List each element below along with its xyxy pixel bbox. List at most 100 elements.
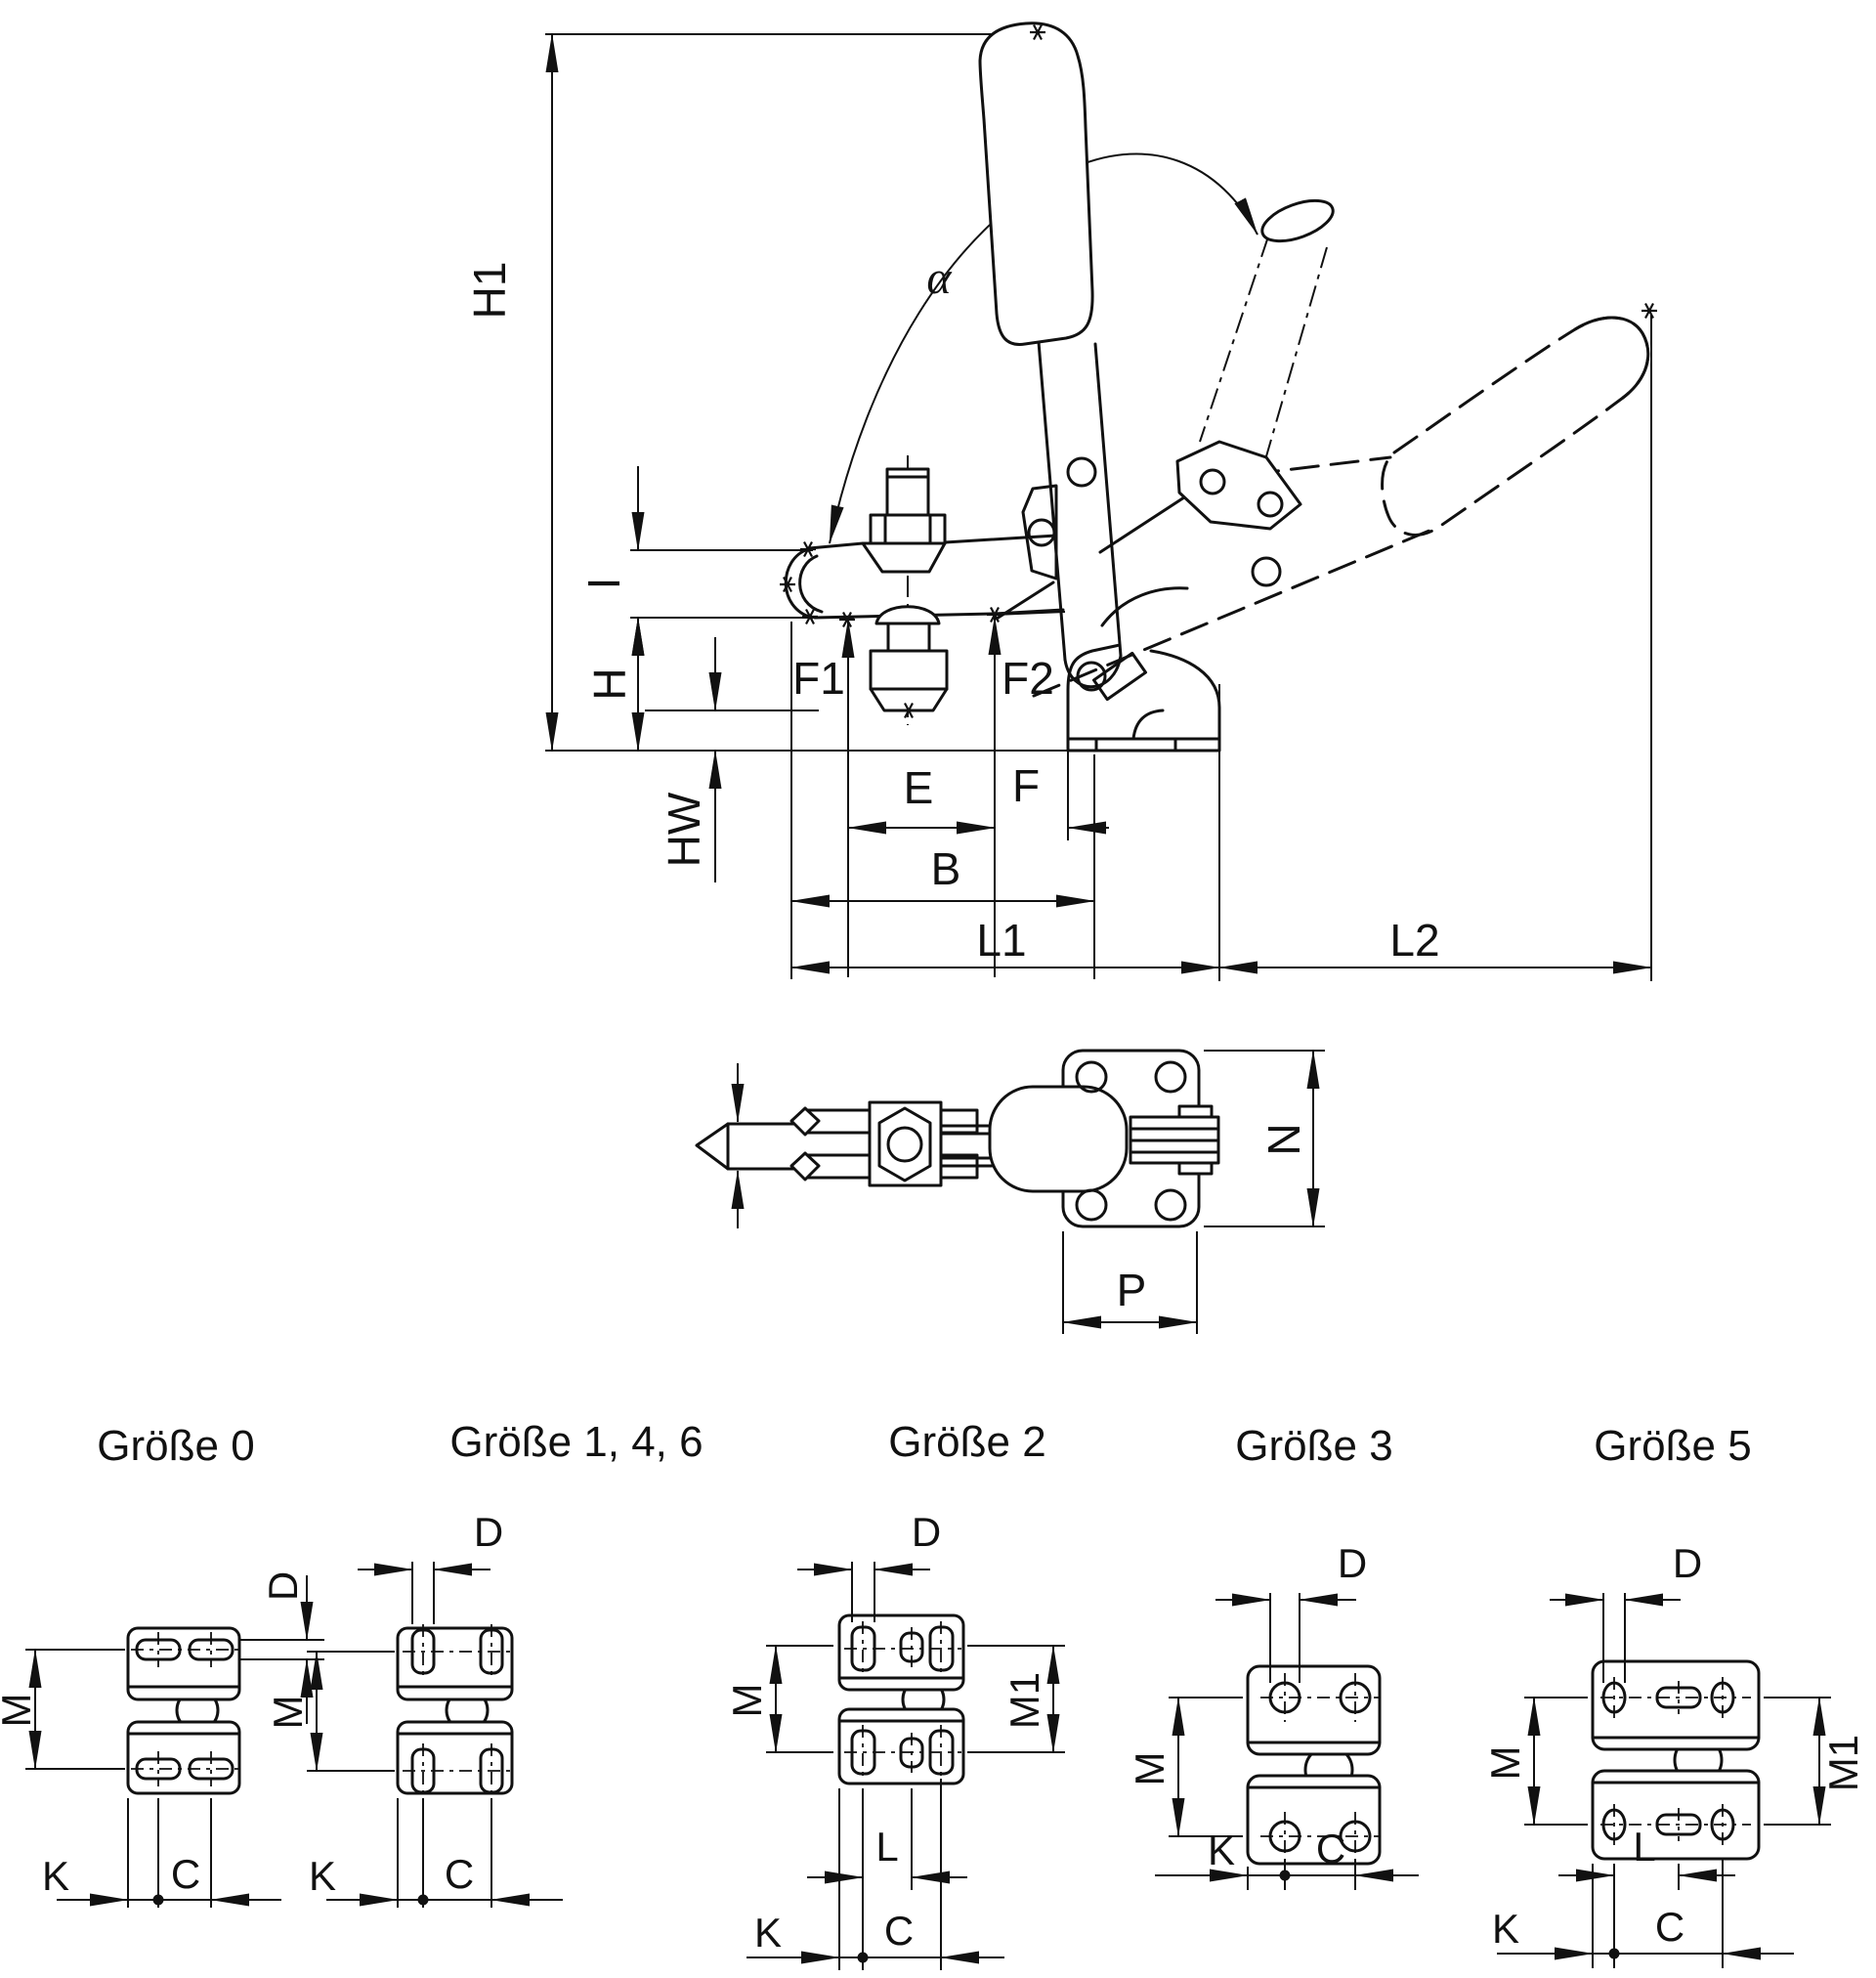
- foot-washer: [874, 605, 941, 625]
- top-view: N P: [695, 1049, 1325, 1334]
- dim-f: F: [1012, 684, 1109, 840]
- dim-label-m: M: [724, 1684, 770, 1718]
- dim-f2: F2: [988, 611, 1066, 977]
- panel-groesse-3: Größe 3 D M K: [1127, 1422, 1419, 1890]
- dim-label-l2: L2: [1389, 915, 1439, 966]
- catch-plate: [1091, 651, 1148, 702]
- dim-l: L: [807, 1788, 967, 1970]
- dim-label-h1: H1: [464, 262, 515, 320]
- handle-closed: [978, 22, 1123, 692]
- slotted-holes: [844, 1621, 961, 1780]
- dim-h1: H1: [464, 33, 559, 752]
- dim-label-d: D: [1338, 1540, 1367, 1586]
- dim-label-l: L: [875, 1824, 898, 1870]
- dim-l: L: [1558, 1824, 1735, 1968]
- dim-k-c: K C: [42, 1798, 281, 1908]
- dim-m1: M1: [1764, 1697, 1866, 1826]
- dim-k-c: K C: [1492, 1859, 1794, 1968]
- dim-label-c: C: [171, 1851, 200, 1897]
- dim-label-k: K: [1492, 1906, 1519, 1952]
- dim-m: M: [724, 1645, 833, 1753]
- dim-label-d: D: [912, 1509, 941, 1555]
- dim-e: E: [847, 762, 996, 835]
- panel-groesse-5: Größe 5 D M M1: [1482, 1422, 1866, 1968]
- dim-k-c: K C: [746, 1779, 1004, 1970]
- dim-d: D: [797, 1509, 941, 1622]
- dim-label-d: D: [474, 1509, 503, 1555]
- dim-k-c: K C: [1155, 1826, 1419, 1890]
- dim-label-m1: M1: [1820, 1735, 1866, 1791]
- handle-grip: [978, 22, 1094, 346]
- dim-m: M: [1482, 1697, 1588, 1826]
- dim-hw: HW: [645, 637, 819, 882]
- dim-label-c: C: [884, 1908, 914, 1954]
- dim-label-l1: L1: [976, 915, 1026, 966]
- panel-groesse-1-4-6: Größe 1, 4, 6 D M: [265, 1418, 704, 1908]
- spindle-top: [695, 1063, 872, 1228]
- panel-title: Größe 0: [97, 1422, 254, 1470]
- dim-label-k: K: [754, 1910, 782, 1956]
- spindle-point: [695, 1122, 730, 1171]
- intermediate-position-phantom: [1199, 198, 1335, 457]
- dim-label-m: M: [1482, 1746, 1528, 1781]
- dim-label-c: C: [445, 1851, 474, 1897]
- mounting-holes: [1075, 1060, 1187, 1222]
- dim-l2: L2: [1218, 315, 1652, 981]
- dim-h: H: [584, 617, 645, 752]
- panel-title: Größe 1, 4, 6: [449, 1418, 703, 1466]
- dim-m: M: [1127, 1697, 1243, 1837]
- side-view: α: [464, 22, 1659, 981]
- spindle-nut-block: [868, 1100, 994, 1187]
- panel-groesse-2: Größe 2 D M M1: [724, 1418, 1065, 1970]
- base-bracket: [1066, 586, 1221, 752]
- pivot-boss: [988, 1085, 1129, 1193]
- dim-label-k: K: [1208, 1828, 1235, 1873]
- open-handle-grip: [1381, 316, 1650, 537]
- dim-label-f1: F1: [792, 653, 845, 704]
- dim-m: M: [265, 1651, 395, 1772]
- dim-m: M: [0, 1649, 125, 1770]
- panel-groesse-0: Größe 0 D M K: [0, 1422, 324, 1908]
- dim-l1: L1: [790, 684, 1220, 981]
- dim-label-n: N: [1258, 1123, 1309, 1155]
- dim-label-h: H: [584, 667, 635, 700]
- slotted-holes: [131, 1632, 238, 1786]
- dim-label-hw: HW: [659, 792, 709, 867]
- dim-d: D: [240, 1571, 324, 1724]
- dim-label-i: I: [578, 578, 629, 590]
- dim-d: D: [1215, 1540, 1367, 1683]
- dim-label-m1: M1: [1002, 1672, 1047, 1729]
- dim-label-f: F: [1012, 760, 1040, 811]
- dim-n: N: [1204, 1050, 1325, 1227]
- dim-label-c: C: [1316, 1826, 1345, 1871]
- handle-stub: [1129, 1104, 1220, 1176]
- dim-p: P: [1062, 1231, 1198, 1334]
- dim-d: D: [1550, 1540, 1702, 1683]
- open-position-phantom: [995, 316, 1650, 698]
- dim-label-b: B: [931, 843, 961, 894]
- dim-label-m: M: [265, 1696, 311, 1730]
- panel-title: Größe 2: [888, 1418, 1045, 1466]
- dim-label-m: M: [0, 1694, 39, 1728]
- panel-title: Größe 3: [1235, 1422, 1392, 1470]
- dim-label-p: P: [1117, 1265, 1147, 1315]
- dim-m1: M1: [967, 1645, 1065, 1753]
- dim-label-l: L: [1633, 1824, 1655, 1870]
- intermediate-handle-cap: [1260, 198, 1335, 243]
- slotted-holes: [403, 1624, 514, 1798]
- dim-label-alpha: α: [926, 252, 952, 304]
- dim-label-c: C: [1655, 1904, 1684, 1950]
- round-holes: [1260, 1673, 1380, 1861]
- spindle-seat: [861, 541, 947, 574]
- dim-label-e: E: [904, 762, 934, 813]
- dim-label-m: M: [1127, 1752, 1172, 1786]
- dim-k-c: K C: [309, 1798, 563, 1908]
- dim-label-d: D: [1673, 1540, 1702, 1586]
- holes: [1600, 1677, 1751, 1845]
- dim-f1: F1: [792, 619, 855, 977]
- toggle-link-plate: [1175, 440, 1302, 531]
- dim-label-k: K: [309, 1853, 336, 1899]
- clamping-foot: [869, 649, 949, 712]
